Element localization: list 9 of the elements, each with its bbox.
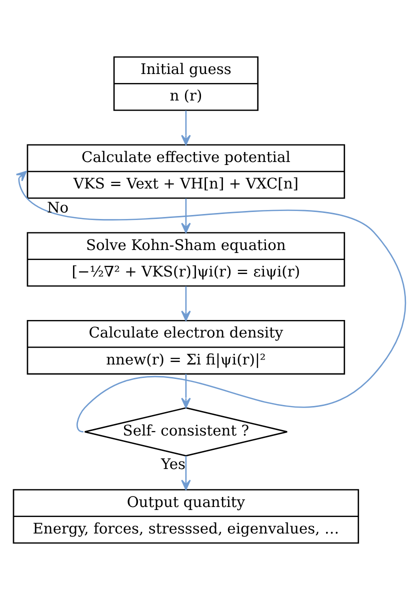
arrow <box>181 374 191 408</box>
arrow <box>181 455 191 490</box>
arrow <box>181 198 191 233</box>
node-diamond: Self- consistent ? <box>84 406 288 456</box>
edge-label: Yes <box>161 455 186 472</box>
arrow <box>181 286 191 321</box>
edge-label: No <box>46 199 69 216</box>
arrow <box>16 170 406 432</box>
arrow <box>181 110 191 145</box>
